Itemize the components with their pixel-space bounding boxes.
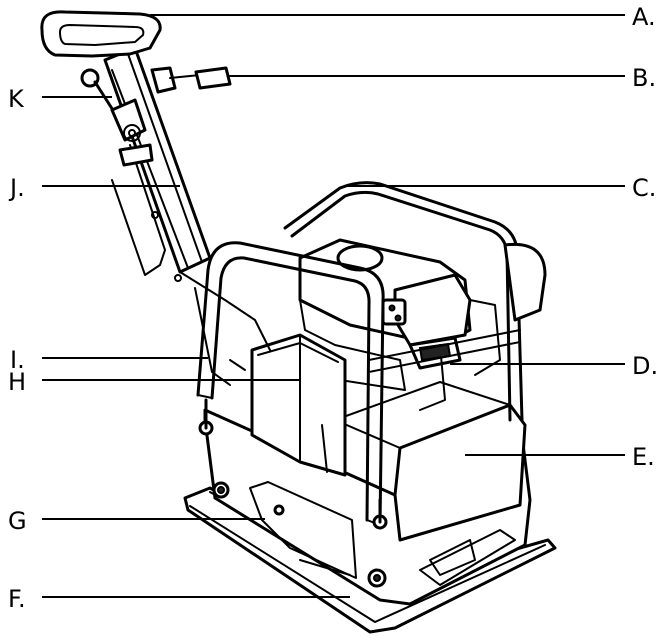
label-b: B. xyxy=(632,64,656,92)
label-f: F. xyxy=(8,585,26,613)
throttle-lever xyxy=(80,68,154,167)
rear-frame xyxy=(283,181,547,422)
control-bar xyxy=(150,66,232,94)
label-g: G xyxy=(8,507,27,535)
callout-labels: A. B. C. D. E. F. G H I. J. K xyxy=(8,3,658,613)
handle-grip xyxy=(40,10,162,58)
tank-box xyxy=(334,381,527,542)
label-c: C. xyxy=(632,174,656,202)
label-h: H xyxy=(8,368,26,396)
label-a: A. xyxy=(632,3,656,31)
label-i: I. xyxy=(10,346,25,374)
handle-shaft xyxy=(103,46,271,386)
label-j: J. xyxy=(8,174,25,202)
label-k: K xyxy=(8,85,25,113)
front-box xyxy=(250,333,347,477)
compactor-illustration xyxy=(40,10,557,634)
label-d: D. xyxy=(632,352,658,380)
label-e: E. xyxy=(632,443,655,471)
leader-lines xyxy=(42,14,625,598)
